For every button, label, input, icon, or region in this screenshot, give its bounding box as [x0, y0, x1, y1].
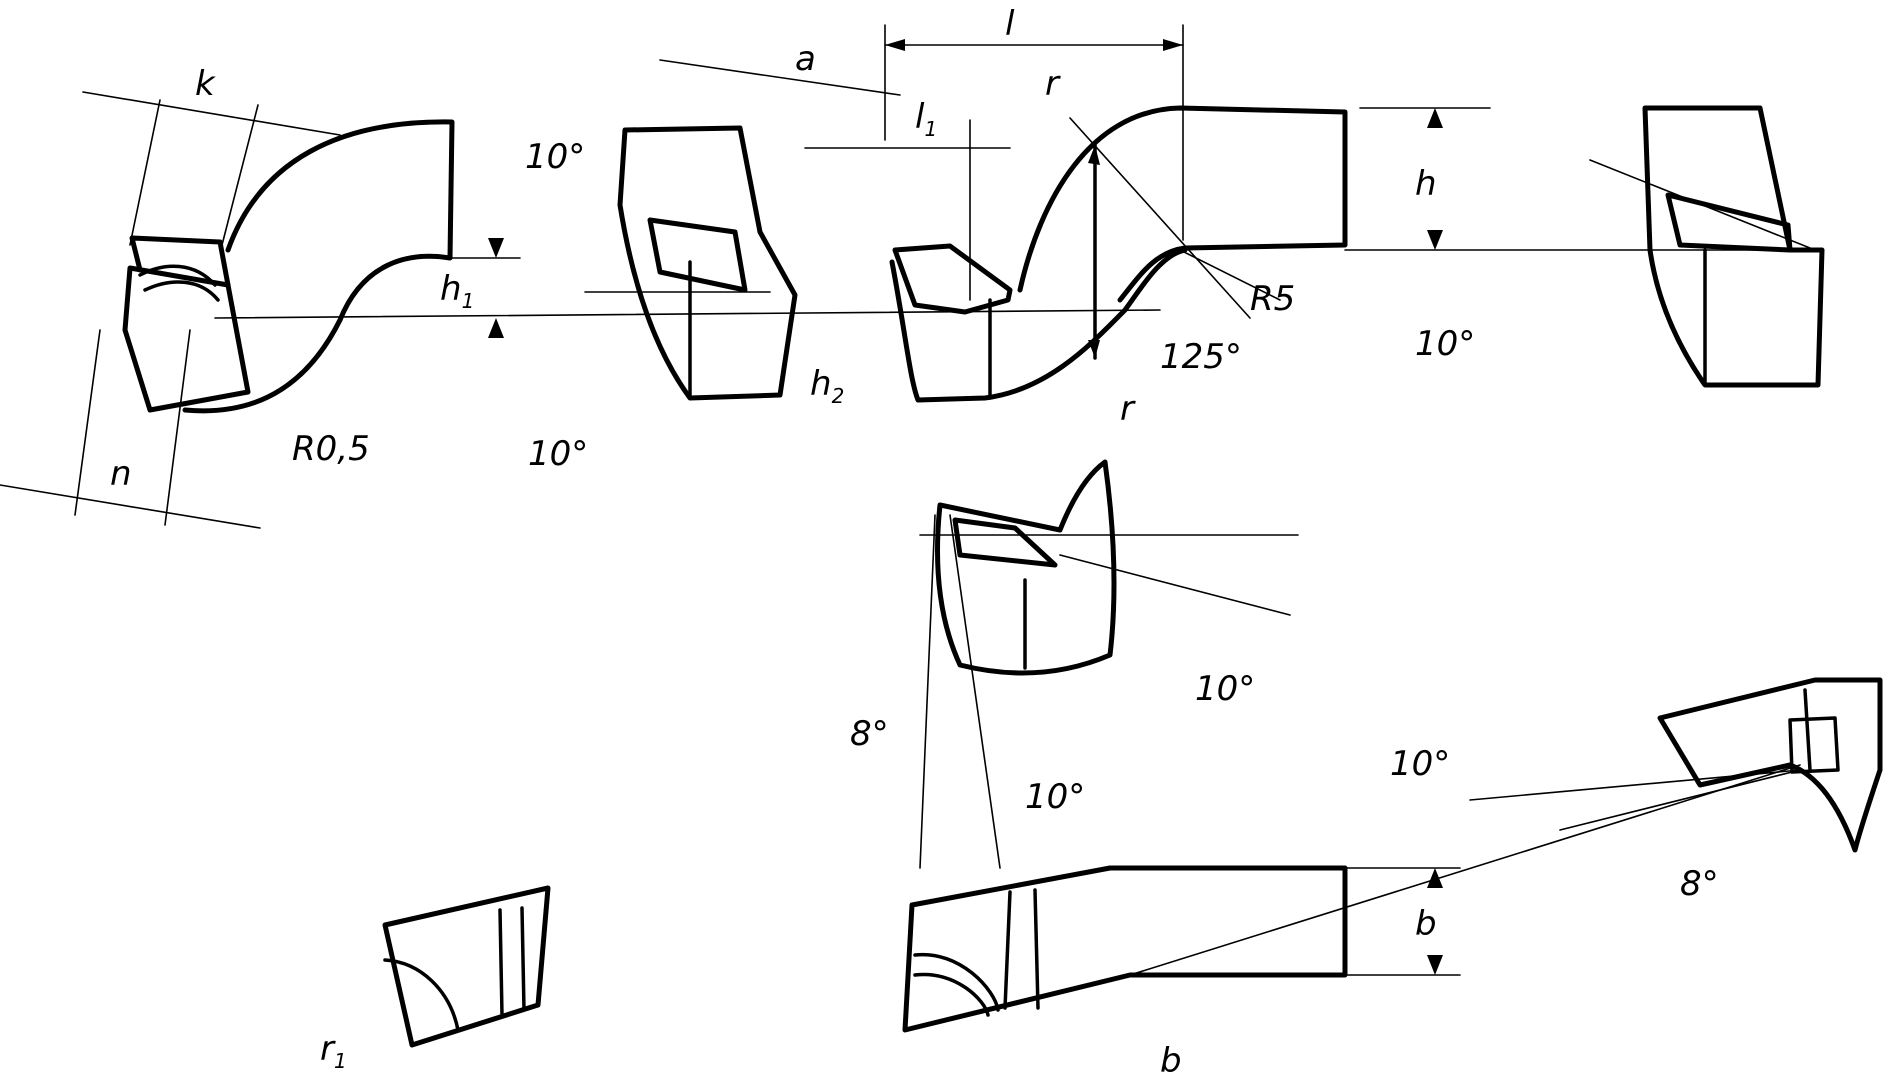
- label-a: a: [795, 39, 816, 79]
- arrow-heads: [488, 39, 1443, 975]
- label-r-top: r: [1045, 64, 1061, 104]
- label-h1: h1: [440, 269, 474, 313]
- label-angle-10-a: 10°: [525, 137, 585, 177]
- label-angle-8-b: 8°: [1680, 864, 1719, 904]
- label-angle-125: 125°: [1160, 337, 1242, 377]
- label-l: l: [1005, 4, 1015, 44]
- view-second-tool: [617, 125, 798, 401]
- label-angle-10-b: 10°: [528, 434, 588, 474]
- label-h: h: [1415, 164, 1437, 204]
- label-l1: l1: [915, 97, 937, 141]
- label-r-bottom: r: [1120, 389, 1136, 429]
- label-angle-10-e: 10°: [1025, 777, 1085, 817]
- label-b-right: b: [1415, 904, 1437, 944]
- dimension-lines: [214, 24, 1816, 976]
- view-left-tool: [0, 91, 455, 529]
- label-b-bottom: b: [1160, 1041, 1182, 1081]
- view-insert-r1: [382, 885, 551, 1048]
- label-h2: h2: [810, 364, 844, 408]
- label-angle-10-f: 10°: [1390, 744, 1450, 784]
- label-r05: R0,5: [292, 429, 370, 469]
- view-right-tool: [1642, 105, 1825, 388]
- view-top-detail: [935, 459, 1117, 676]
- label-n: n: [110, 454, 132, 494]
- label-r1: r1: [320, 1029, 347, 1073]
- view-centre-tool: [889, 105, 1348, 403]
- label-k: k: [195, 64, 216, 104]
- label-angle-10-c: 10°: [1415, 324, 1475, 364]
- dimension-labels: k n R0,5 h1 10° 10° a l l1 h2 r r R5 125…: [110, 4, 1719, 1081]
- label-r5: R5: [1250, 279, 1295, 319]
- view-far-right-detail: [1657, 677, 1883, 853]
- view-lower-tool: [902, 865, 1348, 1033]
- label-angle-8-a: 8°: [850, 714, 889, 754]
- label-angle-10-d: 10°: [1195, 669, 1255, 709]
